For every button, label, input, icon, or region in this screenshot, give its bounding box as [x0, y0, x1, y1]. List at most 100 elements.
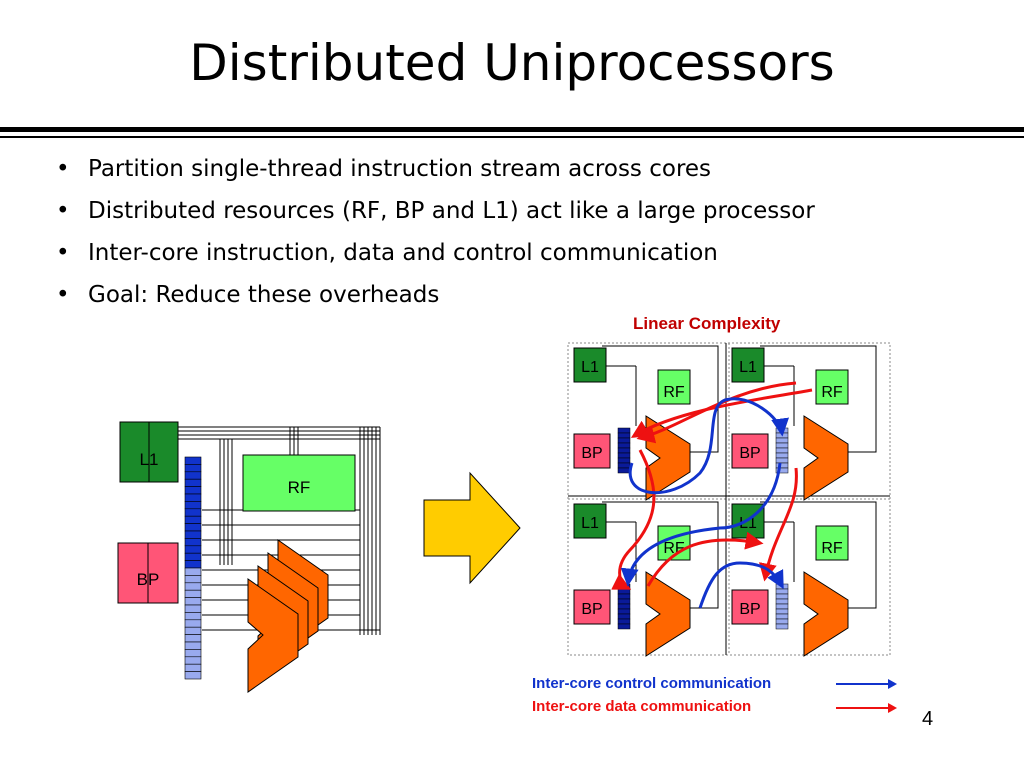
control-path	[620, 462, 782, 587]
issue-slot	[775, 467, 789, 474]
rf-block	[657, 369, 691, 405]
issue-slot	[184, 619, 202, 628]
issue-slot	[775, 618, 789, 625]
issue-slot	[617, 447, 631, 454]
bullet-text: Distributed resources (RF, BP and L1) ac…	[88, 198, 815, 224]
issue-slot	[184, 486, 202, 495]
bullet-item: •Distributed resources (RF, BP and L1) a…	[56, 194, 856, 228]
bp-label: BP	[137, 570, 160, 589]
issue-slot	[775, 598, 789, 605]
issue-slot	[184, 582, 202, 591]
bp-block	[731, 589, 769, 625]
rf-block	[815, 369, 849, 405]
title-rule-thin	[0, 136, 1024, 138]
issue-slot	[617, 457, 631, 464]
issue-slot	[617, 613, 631, 620]
issue-slot	[775, 442, 789, 449]
issue-window-stack	[184, 456, 202, 680]
rf-block	[242, 454, 356, 512]
issue-slot	[184, 471, 202, 480]
issue-slot	[184, 612, 202, 621]
legend-data-label: Inter-core data communication	[532, 698, 752, 715]
legend-control-label: Inter-core control communication	[532, 675, 772, 692]
issue-slot	[184, 656, 202, 665]
issue-slot	[184, 515, 202, 524]
issue-slot	[617, 427, 631, 434]
rf-label: RF	[663, 384, 685, 401]
issue-slot	[184, 604, 202, 613]
issue-slot	[184, 456, 202, 465]
l1-label: L1	[581, 359, 599, 376]
issue-slot	[775, 447, 789, 454]
issue-slot	[184, 501, 202, 510]
issue-slot	[184, 545, 202, 554]
issue-slot	[184, 671, 202, 680]
alu-block	[803, 415, 849, 501]
issue-slot	[775, 452, 789, 459]
l1-block	[573, 503, 607, 539]
issue-slot	[775, 432, 789, 439]
issue-slot	[184, 560, 202, 569]
issue-slot	[184, 649, 202, 658]
issue-slot	[775, 457, 789, 464]
issue-slot	[775, 462, 789, 469]
issue-slot	[617, 452, 631, 459]
bp-block	[573, 433, 611, 469]
l1-label: L1	[581, 515, 599, 532]
issue-slot	[617, 618, 631, 625]
issue-slot	[775, 623, 789, 630]
bullet-item: •Goal: Reduce these overheads	[56, 282, 440, 308]
bp-block	[573, 589, 611, 625]
alu-stack	[247, 539, 329, 693]
issue-slot	[617, 593, 631, 600]
issue-slot	[775, 588, 789, 595]
issue-slot	[617, 608, 631, 615]
bp-block	[731, 433, 769, 469]
data-path	[611, 449, 656, 590]
issue-slot	[184, 589, 202, 598]
issue-slot	[617, 588, 631, 595]
issue-slot	[617, 462, 631, 469]
bp-label: BP	[581, 445, 602, 462]
bp-label: BP	[739, 601, 760, 618]
issue-slot	[184, 478, 202, 487]
l1-block	[573, 347, 607, 383]
issue-slot	[617, 437, 631, 444]
issue-slot	[184, 552, 202, 561]
l1-label: L1	[140, 450, 159, 469]
issue-slot	[184, 508, 202, 517]
issue-slot	[184, 663, 202, 672]
bullet-item: •Inter-core instruction, data and contro…	[56, 240, 718, 266]
bp-label: BP	[739, 445, 760, 462]
bullet-list: •Partition single-thread instruction str…	[56, 152, 856, 320]
issue-slot	[184, 575, 202, 584]
issue-slot	[184, 597, 202, 606]
issue-slot	[617, 603, 631, 610]
l1-label: L1	[739, 359, 757, 376]
issue-slot	[184, 641, 202, 650]
alu-block	[803, 571, 849, 657]
bp-label: BP	[581, 601, 602, 618]
data-path	[759, 467, 798, 582]
issue-slot	[617, 623, 631, 630]
issue-slot	[617, 432, 631, 439]
legend-arrows	[836, 679, 897, 713]
l1-block	[731, 347, 765, 383]
rf-label: RF	[288, 478, 311, 497]
issue-slot	[184, 530, 202, 539]
issue-slot	[184, 538, 202, 547]
control-path	[628, 397, 789, 495]
issue-slot	[775, 608, 789, 615]
rf-block	[815, 525, 849, 561]
issue-slot	[184, 626, 202, 635]
data-path	[646, 531, 764, 587]
issue-slot	[775, 593, 789, 600]
rf-label: RF	[821, 540, 843, 557]
page-number: 4	[922, 708, 934, 730]
title-rule-thick	[0, 127, 1024, 132]
